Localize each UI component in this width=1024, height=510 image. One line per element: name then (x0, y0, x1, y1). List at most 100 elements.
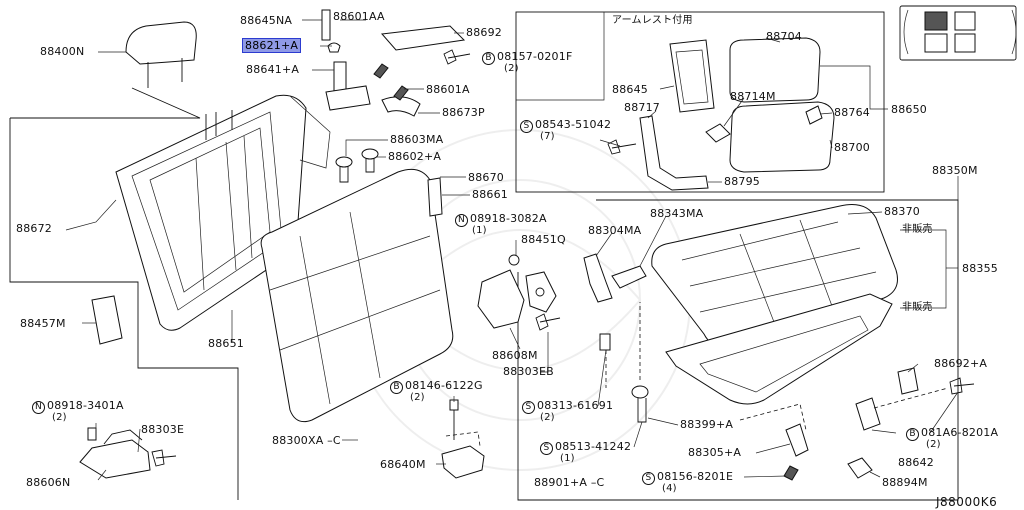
seatback-cover-shape (260, 168, 454, 423)
label-08513-41242-text: 08513-41242 (555, 440, 632, 453)
screw-prefix-s3-icon: S (540, 442, 553, 455)
label-88300xa[interactable]: 88300XA –C (272, 434, 341, 447)
label-88894m[interactable]: 88894M (882, 476, 928, 489)
label-88901a[interactable]: 88901+A –C (534, 476, 604, 489)
label-88608m[interactable]: 88608M (492, 349, 538, 362)
qty-08513-41242: (1) (560, 453, 575, 464)
label-08543-51042-text: 08543-51042 (535, 118, 612, 131)
leader-lines (65, 19, 959, 481)
label-08313-61691-text: 08313-61691 (537, 399, 614, 412)
pad-88457m-shape (91, 295, 123, 345)
label-88700[interactable]: 88700 (834, 141, 870, 154)
bolt-prefix-b3-icon: B (906, 428, 919, 441)
label-08156-8201e-text: 08156-8201E (657, 470, 734, 483)
bolts-cushion-shape (599, 302, 649, 423)
qty-08918-3082a: (1) (472, 225, 487, 236)
label-88303eb[interactable]: 88303EB (503, 365, 554, 378)
label-88451q[interactable]: 88451Q (521, 233, 566, 246)
label-88303e[interactable]: 88303E (141, 423, 185, 436)
bolt-prefix-b-icon: B (482, 52, 495, 65)
screw-prefix-s2-icon: S (522, 401, 535, 414)
label-hihanbai-1[interactable]: 非販売 (902, 224, 933, 235)
bolt-08156-shape (783, 465, 799, 481)
label-88603ma[interactable]: 88603MA (390, 133, 444, 146)
screw-prefix-s4-icon: S (642, 472, 655, 485)
headrest-guide-parts (321, 9, 421, 117)
label-88399a[interactable]: 88399+A (680, 418, 734, 431)
label-88621a[interactable]: 88621+A (241, 38, 302, 53)
part-88692-shape (380, 25, 466, 51)
label-88601a[interactable]: 88601A (426, 83, 470, 96)
label-88651[interactable]: 88651 (208, 337, 244, 350)
label-68640m[interactable]: 68640M (380, 458, 426, 471)
label-081a6-8201a-text: 081A6-8201A (921, 426, 999, 439)
right-side-parts-shape (847, 367, 975, 479)
recliner-shape (477, 254, 561, 331)
seat-back-box (9, 87, 239, 500)
label-88795[interactable]: 88795 (724, 175, 760, 188)
diagram-code: J88000K6 (936, 495, 998, 509)
label-88355[interactable]: 88355 (962, 262, 998, 275)
label-88370[interactable]: 88370 (884, 205, 920, 218)
label-88601aa[interactable]: 88601AA (333, 10, 385, 23)
label-88764[interactable]: 88764 (834, 106, 870, 119)
label-88350m[interactable]: 88350M (932, 164, 978, 177)
label-88670[interactable]: 88670 (468, 171, 504, 184)
label-08157-0201f-text: 08157-0201F (497, 50, 573, 63)
label-08918-3082a-text: 08918-3082A (470, 212, 547, 225)
qty-08313-61691: (2) (540, 412, 555, 423)
label-88661[interactable]: 88661 (472, 188, 508, 201)
label-88645[interactable]: 88645 (612, 83, 648, 96)
nut-prefix-n-icon: N (455, 214, 468, 227)
label-08918-3401a-text: 08918-3401A (47, 399, 124, 412)
bracket-88606n-shape (79, 427, 177, 479)
screw-prefix-s-icon: S (520, 120, 533, 133)
armrest-box-title: アームレスト付用 (612, 15, 693, 26)
label-88602a[interactable]: 88602+A (388, 150, 442, 163)
armrest-box (515, 11, 885, 193)
seat-cushion-box (517, 199, 959, 501)
seatback-frame-shape (115, 94, 331, 331)
qty-08146-6122g: (2) (410, 392, 425, 403)
label-88606n[interactable]: 88606N (26, 476, 71, 489)
qty-08543-51042: (7) (540, 131, 555, 142)
label-88645na[interactable]: 88645NA (240, 14, 293, 27)
lever-88304ma-shape (583, 253, 613, 303)
bracket-88305a-shape (785, 423, 809, 457)
label-88704[interactable]: 88704 (766, 30, 802, 43)
label-88692a[interactable]: 88692+A (934, 357, 988, 370)
tags-88661-shape (427, 177, 443, 217)
label-88304ma[interactable]: 88304MA (588, 224, 642, 237)
refer-c-marker-2: –C (587, 476, 605, 489)
label-88457m[interactable]: 88457M (20, 317, 66, 330)
bracket-88343ma-shape (611, 265, 647, 289)
label-88641a[interactable]: 88641+A (246, 63, 300, 76)
bolt-prefix-b2-icon: B (390, 381, 403, 394)
label-88692[interactable]: 88692 (466, 26, 502, 39)
label-88673p[interactable]: 88673P (442, 106, 485, 119)
label-88305a[interactable]: 88305+A (688, 446, 742, 459)
label-88717[interactable]: 88717 (624, 101, 660, 114)
label-88714m[interactable]: 88714M (730, 90, 776, 103)
plugs-shape (335, 148, 379, 183)
label-88642[interactable]: 88642 (898, 456, 934, 469)
label-hihanbai-2[interactable]: 非販売 (902, 302, 933, 313)
label-88400n[interactable]: 88400N (40, 45, 85, 58)
sub-box-88645 (516, 12, 605, 101)
label-88901a-text: 88901+A (534, 476, 588, 489)
label-88343ma[interactable]: 88343MA (650, 207, 704, 220)
label-88650[interactable]: 88650 (891, 103, 927, 116)
qty-08156-8201e: (4) (662, 483, 677, 494)
headrest-shape (125, 21, 197, 88)
label-88672[interactable]: 88672 (16, 222, 52, 235)
car-location-icon (903, 9, 1017, 55)
